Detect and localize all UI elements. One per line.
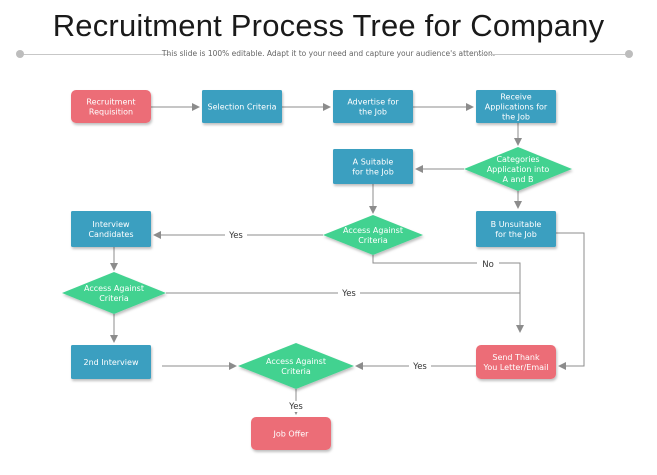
node-access3-label: Access Against [266, 357, 326, 366]
node-categories-label: Application into [487, 165, 550, 174]
node-thankyou-label: Send Thank [492, 353, 540, 362]
node-access3-label: Criteria [281, 367, 311, 376]
node-categories-shape [464, 147, 572, 191]
edge-label-yes1: Yes [228, 231, 243, 241]
node-joboffer: Job Offer [251, 417, 331, 450]
node-requisition-shape [71, 90, 151, 123]
node-advertise-label: Advertise for [347, 98, 399, 107]
node-joboffer-shape [251, 417, 331, 450]
node-suitable-shape [333, 149, 413, 184]
node-interview2-label: 2nd Interview [84, 358, 139, 367]
node-suitable-label: A Suitable [353, 158, 394, 167]
edge-label-yes3-bg [409, 361, 431, 372]
edge-label-yes1-bg [225, 230, 247, 241]
node-receive-label: Applications for [485, 103, 548, 112]
node-requisition-label: Requisition [89, 108, 133, 117]
node-unsuitable-label: for the Job [495, 230, 537, 239]
edge-access1-no [372, 255, 524, 333]
node-selection: Selection Criteria [202, 90, 282, 123]
edge-label-yes3: Yes [412, 362, 427, 372]
edge-label-yes4: Yes [288, 402, 303, 412]
node-interview2: 2nd Interview [71, 345, 151, 379]
node-thankyou-label: You Letter/Email [483, 363, 549, 372]
node-joboffer-label: Job Offer [273, 430, 310, 439]
node-suitable-label: for the Job [352, 168, 394, 177]
node-receive-label: the Job [502, 113, 530, 122]
edge-label-yes2: Yes [341, 289, 356, 299]
edge-label-no1-bg [477, 259, 499, 270]
node-unsuitable-shape [476, 211, 556, 247]
title-rule-left [20, 54, 170, 55]
node-advertise-label: the Job [359, 108, 387, 117]
edge-label-yes4-bg [285, 401, 307, 412]
node-receive-label: Receive [500, 93, 531, 102]
node-access2-label: Access Against [84, 284, 144, 293]
node-selection-label: Selection Criteria [208, 103, 277, 112]
node-categories-label: A and B [502, 175, 533, 184]
node-requisition-label: Recruitment [86, 98, 135, 107]
node-access1-label: Access Against [343, 226, 403, 235]
title-rule-dot-left [16, 50, 24, 58]
node-receive-shape [476, 90, 556, 123]
node-access2-shape [62, 272, 166, 314]
node-access1-label: Criteria [358, 236, 388, 245]
page-title: Recruitment Process Tree for Company [52, 8, 605, 43]
node-access1-shape [323, 215, 423, 255]
edge-unsuitable-thankyou [556, 232, 585, 370]
node-access3-shape [238, 343, 354, 389]
title-rule-dot-right [625, 50, 633, 58]
node-access2-label: Criteria [99, 294, 129, 303]
edge-label-no1: No [482, 260, 494, 270]
node-advertise-shape [333, 90, 413, 123]
node-interview2-shape [71, 345, 151, 379]
node-unsuitable-label: B Unsuitable [491, 220, 542, 229]
node-selection-shape [202, 90, 282, 123]
node-interview-label: Interview [92, 220, 130, 229]
node-thankyou-shape [476, 345, 556, 379]
node-interview-label: Candidates [88, 230, 133, 239]
node-categories-label: Categories [496, 155, 539, 164]
edge-label-yes2-bg [338, 288, 360, 299]
node-interview-shape [71, 211, 151, 247]
title-rule-right [478, 54, 628, 55]
page-subtitle: This slide is 100% editable. Adapt it to… [161, 49, 496, 58]
